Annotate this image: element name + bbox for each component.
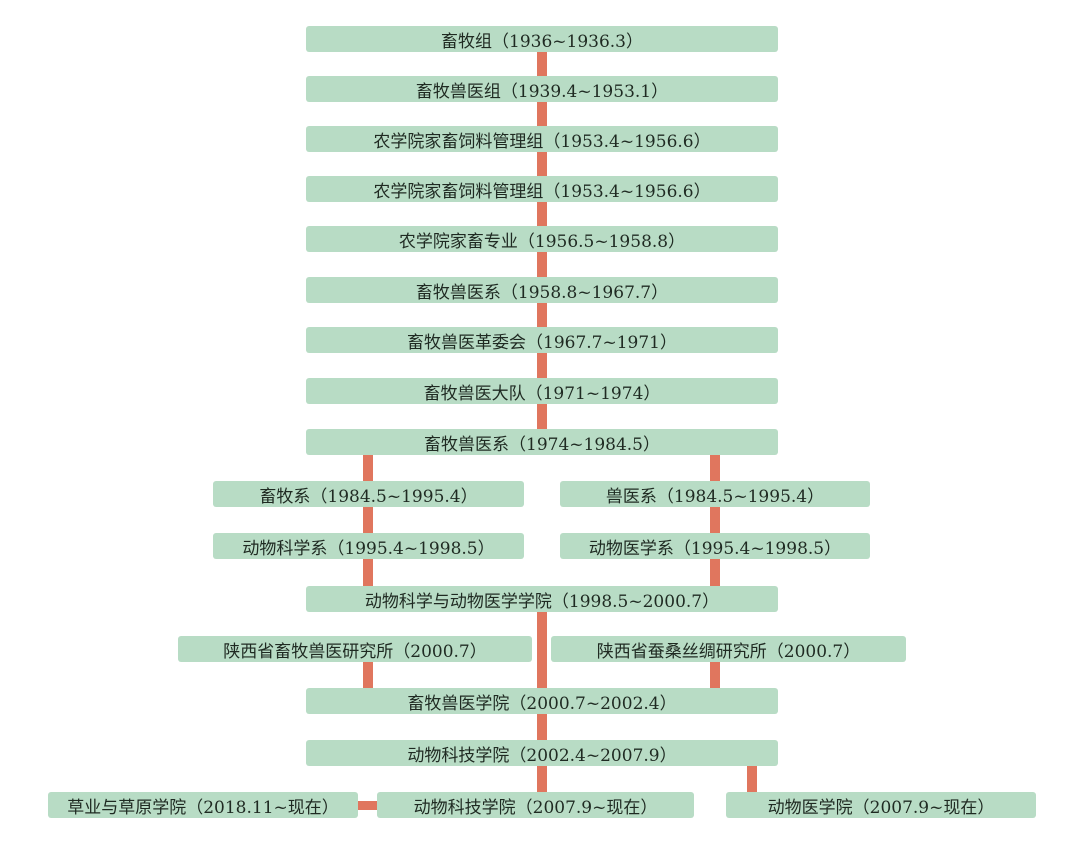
node-1971: 畜牧兽医大队（1971~1974） bbox=[306, 378, 778, 404]
node-1939: 畜牧兽医组（1939.4~1953.1） bbox=[306, 76, 778, 102]
node-2000-institute-livestock: 陕西省畜牧兽医研究所（2000.7） bbox=[178, 636, 532, 662]
connector-right-institute bbox=[710, 655, 720, 695]
node-1984-animal-husbandry: 畜牧系（1984.5~1995.4） bbox=[213, 481, 524, 507]
node-1953-b: 农学院家畜饲料管理组（1953.4~1956.6） bbox=[306, 176, 778, 202]
node-1936: 畜牧组（1936~1936.3） bbox=[306, 26, 778, 52]
node-2007-veterinary-college: 动物医学院（2007.9~现在） bbox=[726, 792, 1036, 818]
node-2000: 畜牧兽医学院（2000.7~2002.4） bbox=[306, 688, 778, 714]
node-1958: 畜牧兽医系（1958.8~1967.7） bbox=[306, 277, 778, 303]
node-1998: 动物科学与动物医学学院（1998.5~2000.7） bbox=[306, 586, 778, 612]
connector-left-institute bbox=[363, 655, 373, 695]
node-1956: 农学院家畜专业（1956.5~1958.8） bbox=[306, 226, 778, 252]
node-2002: 动物科技学院（2002.4~2007.9） bbox=[306, 740, 778, 766]
node-1995-animal-medicine: 动物医学系（1995.4~1998.5） bbox=[560, 533, 870, 559]
node-2000-institute-silk: 陕西省蚕桑丝绸研究所（2000.7） bbox=[551, 636, 906, 662]
connector-horizontal-bottom bbox=[355, 801, 380, 810]
connector-left-branch bbox=[363, 450, 373, 590]
node-1953-a: 农学院家畜饲料管理组（1953.4~1956.6） bbox=[306, 126, 778, 152]
node-1995-animal-science: 动物科学系（1995.4~1998.5） bbox=[213, 533, 524, 559]
connector-right-bottom bbox=[747, 760, 757, 800]
connector-right-branch bbox=[710, 450, 720, 590]
node-1974: 畜牧兽医系（1974~1984.5） bbox=[306, 429, 778, 455]
node-1984-veterinary: 兽医系（1984.5~1995.4） bbox=[560, 481, 870, 507]
node-2007-animal-science-tech: 动物科技学院（2007.9~现在） bbox=[377, 792, 694, 818]
node-2018-grassland: 草业与草原学院（2018.11~现在） bbox=[48, 792, 358, 818]
node-1967: 畜牧兽医革委会（1967.7~1971） bbox=[306, 327, 778, 353]
